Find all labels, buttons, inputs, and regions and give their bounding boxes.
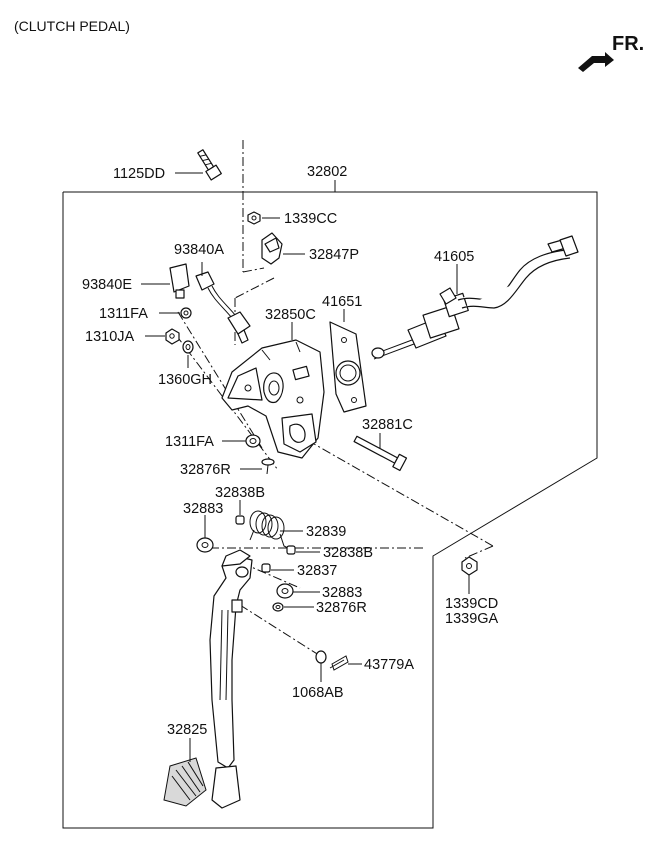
bushing-32838b-lower — [286, 545, 296, 555]
pin-32876r-upper — [261, 458, 275, 475]
label-41605: 41605 — [434, 249, 474, 265]
nut-1311fa-upper — [180, 307, 192, 319]
connector-93840a — [195, 271, 251, 344]
pedal-bracket-32850c — [221, 339, 325, 459]
leader-lines — [141, 172, 470, 762]
pin-32876r-lower — [272, 602, 284, 612]
label-1311fa-lower: 1311FA — [165, 434, 214, 450]
bracket-32847p — [261, 232, 283, 265]
pin-32881c — [353, 435, 408, 472]
label-32838b-lower: 32838B — [323, 545, 373, 561]
label-32876r-lower: 32876R — [316, 600, 367, 616]
label-1360gh: 1360GH — [158, 372, 212, 388]
label-32838b-upper: 32838B — [215, 485, 265, 501]
front-arrow-icon — [578, 52, 614, 72]
bolt-1125dd — [197, 149, 222, 181]
label-1339cc: 1339CC — [284, 211, 337, 227]
bushing-32837 — [261, 563, 271, 573]
assembly-boundary — [62, 191, 598, 829]
clip-43779a — [329, 655, 349, 671]
nut-1339cd-1339ga — [461, 556, 478, 576]
washer-1360gh — [182, 340, 194, 354]
diagram-title: (CLUTCH PEDAL) — [14, 18, 130, 34]
spring-32839 — [249, 510, 293, 551]
label-32825: 32825 — [167, 722, 207, 738]
label-1311fa-upper: 1311FA — [99, 306, 148, 322]
label-1125dd: 1125DD — [113, 166, 165, 182]
label-1339cd: 1339CD — [445, 596, 498, 612]
label-32839: 32839 — [306, 524, 346, 540]
master-cylinder-41605 — [371, 235, 579, 360]
washer-1068ab — [315, 650, 327, 664]
label-32876r-upper: 32876R — [180, 462, 231, 478]
label-43779a: 43779A — [364, 657, 414, 673]
label-32881c: 32881C — [362, 417, 413, 433]
bushing-32838b-upper — [235, 515, 245, 525]
label-1068ab: 1068AB — [292, 685, 344, 701]
pedal-pad — [163, 757, 207, 807]
front-direction-label: FR. — [612, 33, 644, 55]
nut-1311fa-lower — [245, 434, 261, 448]
bushing-32883-lower — [276, 583, 294, 599]
label-32883-upper: 32883 — [183, 501, 223, 517]
label-1339ga: 1339GA — [445, 611, 499, 627]
label-93840e: 93840E — [82, 277, 132, 293]
label-1310ja: 1310JA — [85, 329, 135, 345]
nut-1339cc — [247, 211, 261, 225]
label-93840a: 93840A — [174, 242, 224, 258]
pedal-arm-32825 — [209, 549, 253, 809]
gasket-41651 — [329, 321, 367, 413]
label-32850c: 32850C — [265, 307, 316, 323]
label-32837: 32837 — [297, 563, 337, 579]
label-32883-lower: 32883 — [322, 585, 362, 601]
label-32847p: 32847P — [309, 247, 359, 263]
part-labels: 1125DD 32802 1339CC 93840A 32847P 41605 … — [82, 164, 499, 738]
bushing-32883-upper — [196, 537, 214, 553]
front-direction-indicator: FR. — [578, 33, 644, 72]
nut-1310ja — [165, 328, 180, 345]
label-41651: 41651 — [322, 294, 362, 310]
assembly-lines — [175, 140, 494, 658]
label-32802: 32802 — [307, 164, 347, 180]
switch-93840e — [169, 263, 190, 299]
